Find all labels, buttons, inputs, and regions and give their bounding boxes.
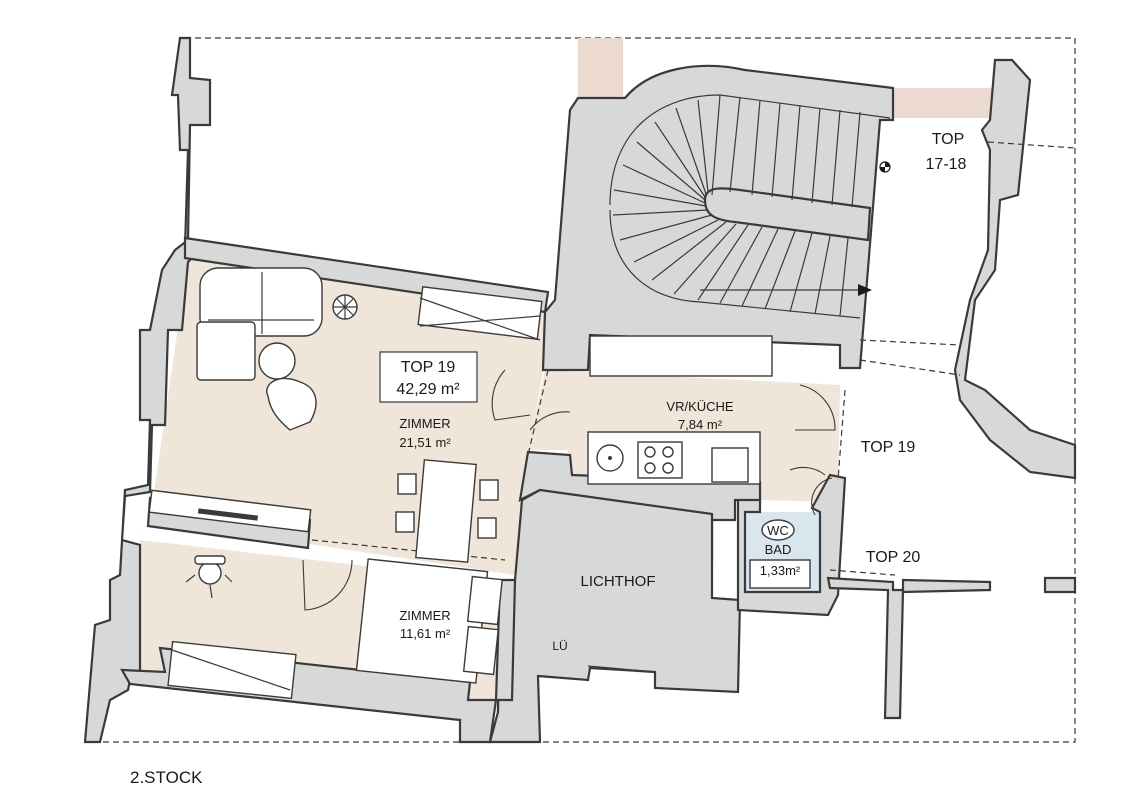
staircase <box>609 94 891 319</box>
room-bath-line1: WC <box>767 523 789 538</box>
top-17-18-line2: 17-18 <box>926 156 967 173</box>
room-vr-kueche-area: 7,84 m² <box>678 417 723 432</box>
room-zimmer-1-area: 21,51 m² <box>399 435 451 450</box>
east-lower-wall-2 <box>1043 576 1077 594</box>
room-zimmer-2-name: ZIMMER <box>399 608 450 623</box>
top-17-18-line1: TOP <box>932 131 965 148</box>
pink-strip-top <box>578 38 623 98</box>
east-lower-wall <box>901 578 992 594</box>
room-zimmer-2-area: 11,61 m² <box>400 626 451 641</box>
pink-strip-right <box>893 88 993 118</box>
doors <box>302 369 836 611</box>
bath-walls <box>736 473 847 617</box>
east-outer-wall <box>953 58 1077 480</box>
furniture <box>148 267 811 700</box>
unit-name: TOP 19 <box>401 359 456 376</box>
right-court-wall <box>826 576 905 720</box>
lue-label: LÜ <box>552 639 567 653</box>
room-zimmer-1-name: ZIMMER <box>399 416 450 431</box>
property-boundary <box>85 37 1076 743</box>
stair-core-wall <box>703 187 872 242</box>
thresholds <box>311 141 1076 576</box>
room-bath-line2: BAD <box>765 542 792 557</box>
labels: TOP 19 42,29 m² ZIMMER 21,51 m² VR/KÜCHE… <box>130 131 967 787</box>
lichthof-wall <box>488 488 742 744</box>
lichthof-label: LICHTHOF <box>581 573 656 590</box>
left-outer-wall <box>83 36 212 744</box>
zimmer-2-east-wall <box>494 578 517 702</box>
top-20-label: TOP 20 <box>866 549 921 566</box>
top-19-label: TOP 19 <box>861 439 916 456</box>
room-vr-kueche-name: VR/KÜCHE <box>666 399 734 414</box>
unit-area: 42,29 m² <box>396 381 460 398</box>
walls <box>83 36 1077 744</box>
unit-badge <box>379 351 478 403</box>
floor-label: 2.STOCK <box>130 768 203 787</box>
room-bath-area: 1,33m² <box>760 563 801 578</box>
